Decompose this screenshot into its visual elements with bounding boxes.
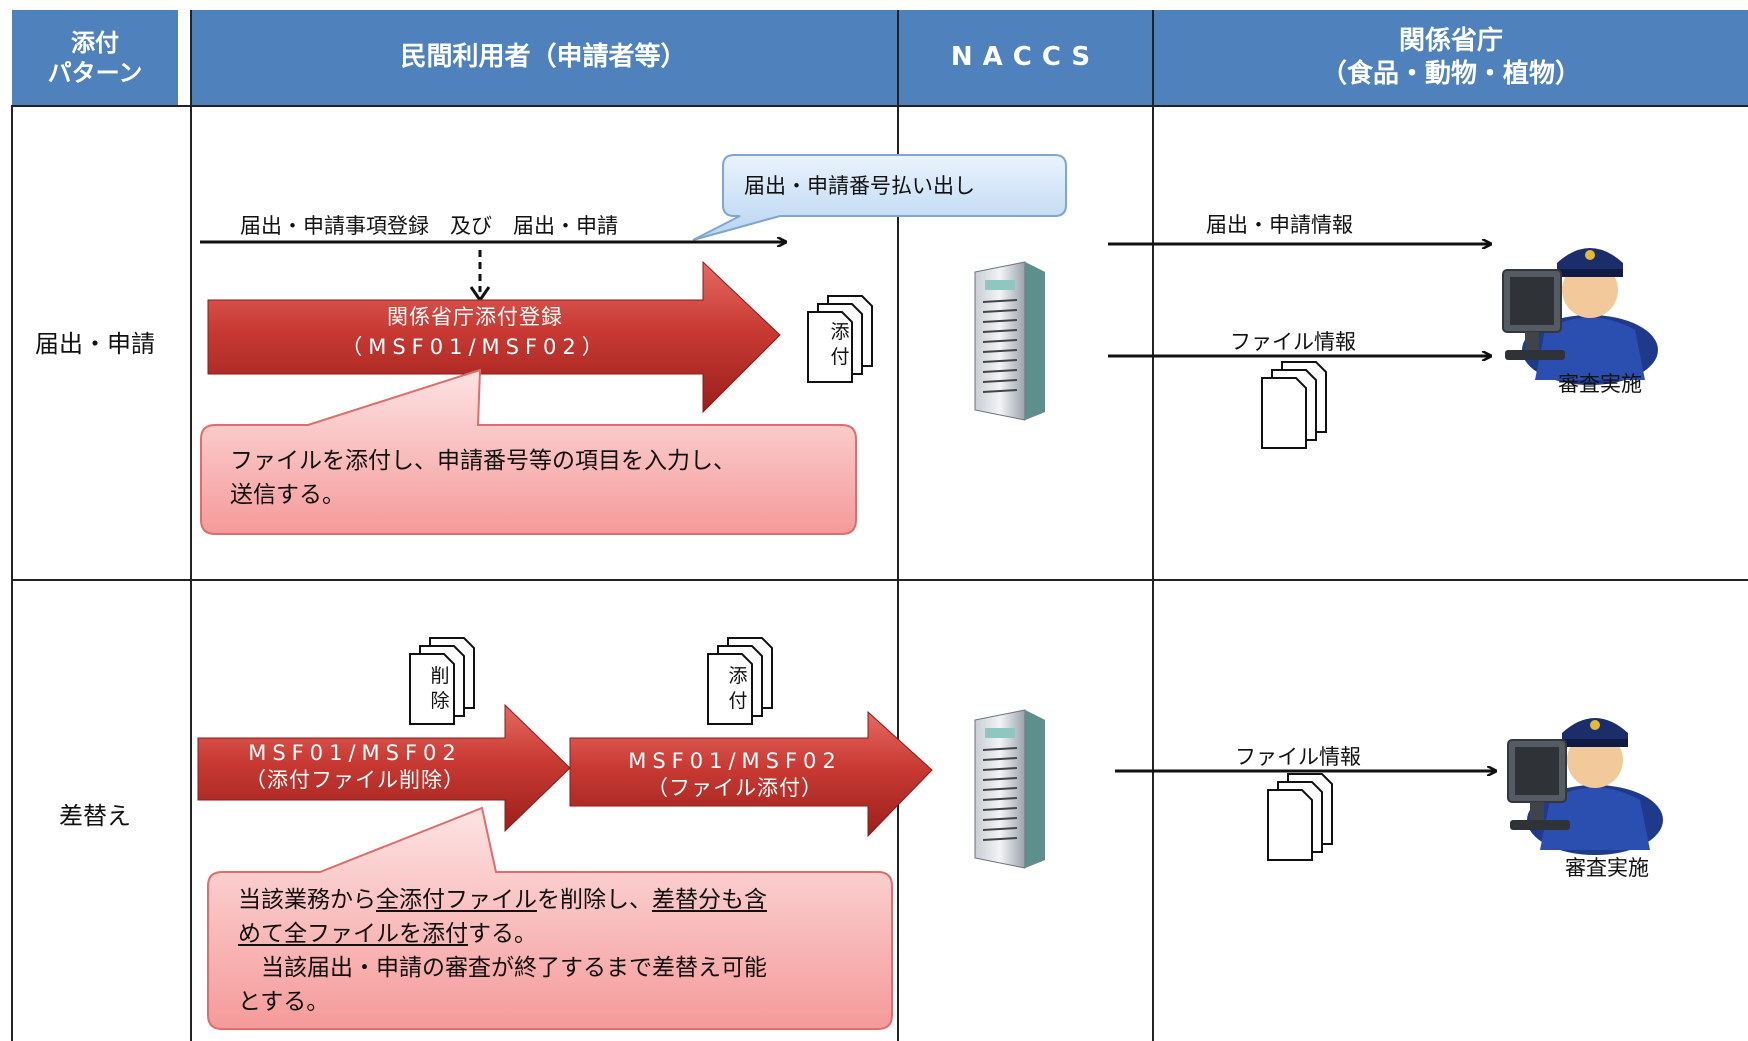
callout-line: 当該届出・申請の審査が終了するまで差替え可能	[238, 955, 767, 981]
doc-char: 除	[430, 690, 450, 712]
attach-arrow-label-1: MSF01/MSF02	[628, 749, 842, 773]
server-icon	[974, 261, 1045, 421]
file-attach-arrow	[569, 710, 933, 838]
document-stack-icon	[1267, 773, 1333, 861]
info-arrow-3-label: ファイル情報	[1235, 745, 1361, 769]
callout-underlined-fragment: 全添付ファイル	[376, 887, 537, 913]
delete-arrow-label-2: （添付ファイル削除）	[245, 768, 465, 792]
grid-line	[190, 10, 192, 1041]
header-private-user: 民間利用者（申請者等）	[190, 10, 897, 105]
submission-arrow-label: 届出・申請事項登録 及び 届出・申請	[240, 214, 618, 238]
doc-char: 添	[830, 321, 850, 343]
callout-line: 送信する。	[230, 482, 345, 508]
doc-label-attach: 添 付	[822, 320, 858, 370]
header-ministry-line1: 関係省庁	[1398, 25, 1503, 56]
callout-fragment: する。	[468, 921, 537, 947]
grid-line	[897, 10, 899, 1041]
document-stack-icon	[1261, 361, 1327, 449]
grid-line	[11, 105, 1748, 107]
officer-icon	[1507, 718, 1663, 855]
officer-icon	[1502, 248, 1658, 385]
callout-fragment: を削除し、	[537, 887, 652, 913]
delete-attachment-arrow	[197, 703, 571, 833]
pink-callout	[200, 368, 857, 535]
header-ministry-line2: （食品・動物・植物）	[1320, 58, 1581, 89]
header-naccs-label: NACCS	[950, 42, 1101, 72]
grid-line	[11, 105, 13, 1041]
header-private-user-label: 民間利用者（申請者等）	[400, 42, 687, 72]
doc-char: 削	[430, 665, 450, 687]
callout-paragraph-2: 当該届出・申請の審査が終了するまで差替え可能 とする。	[238, 951, 878, 1019]
header-pattern-line2: パターン	[47, 58, 143, 87]
doc-char: 付	[830, 346, 850, 368]
blue-callout	[692, 154, 1067, 241]
delete-arrow-label-1: MSF01/MSF02	[248, 741, 462, 765]
info-arrow-1-label: 届出・申請情報	[1206, 213, 1353, 237]
attach-arrow-label-2: （ファイル添付）	[647, 776, 823, 800]
pink-callout	[207, 806, 893, 1030]
callout-line: とする。	[238, 989, 330, 1015]
header-pattern-line1: 添付	[71, 28, 119, 57]
callout-paragraph-1: 当該業務から全添付ファイルを削除し、差替分も含めて全ファイルを添付する。	[238, 883, 878, 951]
red-arrow-label-1: 関係省庁添付登録	[387, 305, 563, 329]
doc-label-attach: 添 付	[720, 664, 756, 714]
callout-text: 当該業務から全添付ファイルを削除し、差替分も含めて全ファイルを添付する。 当該届…	[238, 883, 878, 1019]
callout-fragment: 当該業務から	[238, 887, 376, 913]
document-stack-icon	[409, 637, 475, 725]
server-icon	[974, 709, 1045, 869]
callout-text: ファイルを添付し、申請番号等の項目を入力し、 送信する。	[230, 444, 736, 512]
header-pattern: 添付 パターン	[12, 10, 178, 105]
callout-underlined-fragment: 差替分も含	[652, 887, 767, 913]
callout-line: ファイルを添付し、申請番号等の項目を入力し、	[230, 448, 736, 474]
grid-line	[1152, 10, 1154, 1041]
header-naccs: NACCS	[899, 10, 1152, 105]
grid-line	[11, 579, 1748, 581]
row-label-submission: 届出・申請	[35, 330, 155, 358]
callout-underlined-fragment: めて全ファイルを添付	[238, 921, 468, 947]
officer-label: 審査実施	[1565, 856, 1649, 880]
officer-label: 審査実施	[1558, 372, 1642, 396]
doc-char: 添	[728, 665, 748, 687]
document-stack-icon	[807, 295, 873, 383]
blue-callout-text: 届出・申請番号払い出し	[744, 174, 975, 198]
document-stack-icon	[707, 637, 773, 725]
info-arrow-2-label: ファイル情報	[1230, 330, 1356, 354]
attachment-registration-arrow	[207, 260, 781, 414]
header-ministry: 関係省庁 （食品・動物・植物）	[1154, 10, 1748, 105]
doc-char: 付	[728, 690, 748, 712]
doc-label-delete: 削 除	[422, 664, 458, 714]
row-label-replacement: 差替え	[59, 802, 131, 830]
red-arrow-label-2: （MSF01/MSF02）	[341, 335, 609, 359]
